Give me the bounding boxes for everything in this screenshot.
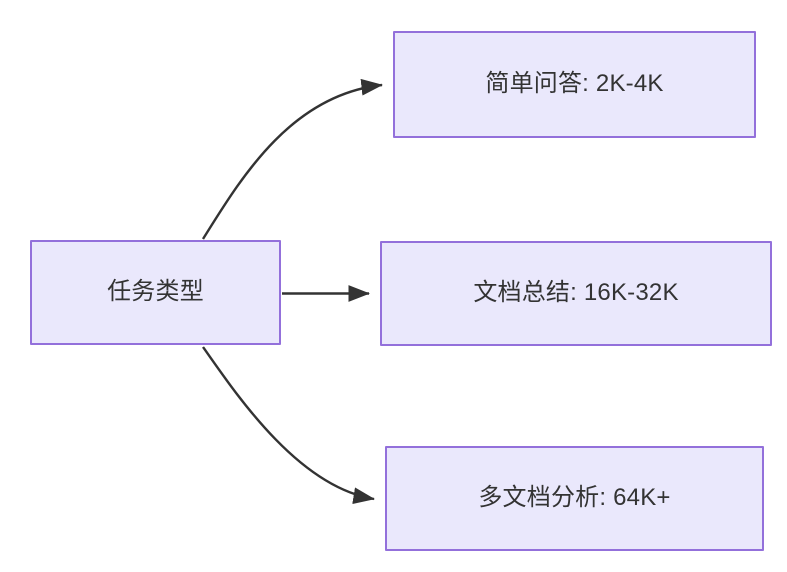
node-doc-summary[interactable]: 文档总结: 16K-32K: [380, 241, 772, 346]
node-doc-summary-label: 文档总结: 16K-32K: [473, 279, 679, 307]
node-task-type[interactable]: 任务类型: [30, 240, 281, 345]
node-multi-doc-analysis-label: 多文档分析: 64K+: [478, 484, 671, 512]
node-task-type-label: 任务类型: [107, 278, 204, 306]
node-simple-qa[interactable]: 简单问答: 2K-4K: [393, 31, 756, 138]
edge-task-type-to-simple-qa: [201, 78, 383, 240]
node-multi-doc-analysis[interactable]: 多文档分析: 64K+: [385, 446, 764, 551]
edge-task-type-to-multi-doc-analysis: [202, 346, 375, 504]
node-simple-qa-label: 简单问答: 2K-4K: [485, 70, 664, 98]
